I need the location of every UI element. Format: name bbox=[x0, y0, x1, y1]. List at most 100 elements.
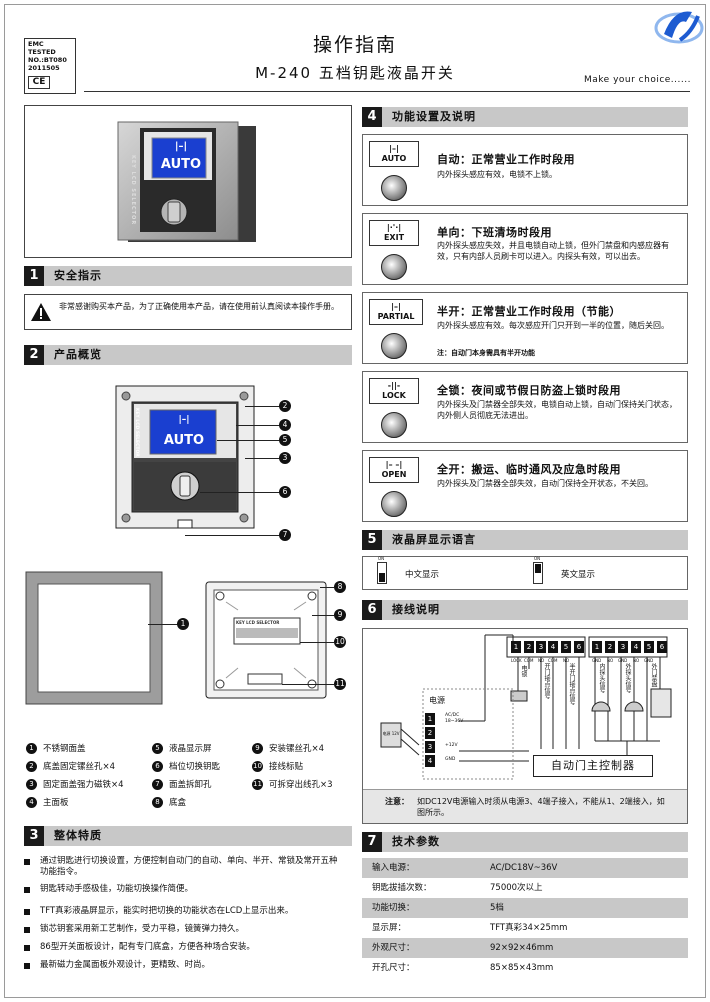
section-number: 2 bbox=[24, 345, 44, 365]
mode-note: 注：自动门本身需具有半开功能 bbox=[437, 349, 535, 357]
section-title: 安全指示 bbox=[54, 269, 102, 282]
brand-logo-icon bbox=[654, 11, 704, 44]
power-terminal: 4 bbox=[425, 755, 435, 767]
term-label: COM bbox=[548, 658, 558, 663]
product-photo bbox=[117, 121, 256, 242]
mode-badge: |–|AUTO bbox=[369, 141, 419, 167]
feature-item: 锁芯钥套采用新工艺制作，受力平稳，镜簧弹力持久。 bbox=[24, 924, 344, 935]
safety-warning-box: 非常感谢购买本产品，为了正确使用本产品，请在使用前认真阅读本操作手册。 bbox=[24, 294, 352, 330]
terminal-left: 2 bbox=[524, 641, 534, 653]
panel-lcd-glyph: |–| bbox=[178, 415, 190, 425]
mode-desc: 内外探头感应有效，电锁不上锁。 bbox=[437, 170, 557, 179]
stainless-cover-drawing bbox=[25, 571, 163, 705]
term-label: GND bbox=[644, 658, 654, 663]
term-label: NO bbox=[538, 658, 545, 663]
ce-mark: CE bbox=[28, 76, 50, 89]
callout-2: 2 bbox=[279, 400, 291, 412]
feature-item: 最新磁力金属面板外观设计，更精致、时尚。 bbox=[24, 960, 344, 971]
param-row: 钥匙拔插次数：75000次以上 bbox=[362, 878, 688, 898]
photo-lcd-text: AUTO bbox=[160, 157, 202, 172]
section-3-header: 3 整体特质 bbox=[24, 826, 352, 846]
callout-1: 1 bbox=[177, 618, 189, 630]
terminal-right: 2 bbox=[605, 641, 615, 653]
mode-desc: 内外探头及门禁器全部失效，电锁自动上锁，自动门保持关门状态，内外侧人员彻底无法进… bbox=[437, 400, 677, 420]
callout-7: 7 bbox=[279, 529, 291, 541]
panel-lcd-text: AUTO bbox=[163, 433, 205, 448]
terminal-right: 6 bbox=[657, 641, 667, 653]
param-row: 显示屏：TFT真彩34×25mm bbox=[362, 918, 688, 938]
feature-item: TFT真彩液晶屏显示，能实时把切换的功能状态在LCD上显示出来。 bbox=[24, 906, 344, 917]
callout-line bbox=[185, 535, 281, 536]
section-title: 接线说明 bbox=[392, 603, 440, 616]
warning-icon bbox=[31, 303, 51, 321]
section-number: 3 bbox=[24, 826, 44, 846]
param-row: 功能切换：5档 bbox=[362, 898, 688, 918]
mode-badge: |–|PARTIAL bbox=[369, 299, 423, 325]
option-chinese: 中文显示 bbox=[405, 570, 440, 580]
section-5-header: 5 液晶屏显示语言 bbox=[362, 530, 688, 550]
mode-title: 全开：搬运、临时通风及应急时段用 bbox=[437, 463, 621, 476]
mode-card-partial: |–|PARTIAL 半开：正常营业工作时段用（节能） 内外探头感应有效。每次感… bbox=[362, 292, 688, 364]
power-terminal: 2 bbox=[425, 727, 435, 739]
section-title: 产品概览 bbox=[54, 348, 102, 361]
terminal-right: 5 bbox=[644, 641, 654, 653]
power-device-label: 电源 12V bbox=[382, 731, 400, 736]
power-terminal: 3 bbox=[425, 741, 435, 753]
photo-lcd-glyph: |–| bbox=[174, 141, 188, 152]
term-label: LOCK bbox=[511, 658, 522, 663]
safety-warning-text: 非常感谢购买本产品，为了正确使用本产品，请在使用前认真阅读本操作手册。 bbox=[59, 302, 339, 311]
note-text: 如DC12V电源输入时须从电源3、4端子接入，不能从1、2端接入，如图所示。 bbox=[417, 797, 665, 817]
terminal-right: 4 bbox=[631, 641, 641, 653]
section-number: 7 bbox=[362, 832, 382, 852]
switch-mark: ON bbox=[534, 556, 541, 561]
mode-desc: 内外探头感应有效。每次感应开门只开到一半的位置，随后关回。 bbox=[437, 321, 669, 330]
section-title: 功能设置及说明 bbox=[392, 110, 476, 123]
mode-title: 全锁：夜间或节假日防盗上锁时段用 bbox=[437, 384, 621, 397]
emc-line-1: EMC TESTED bbox=[28, 40, 56, 56]
power-label: AC/DC 18~36V bbox=[445, 713, 464, 724]
note-label: 注意： bbox=[385, 797, 409, 806]
term-label: COM bbox=[524, 658, 534, 663]
terminal-left: 3 bbox=[536, 641, 546, 653]
mode-desc: 内外探头及门禁器全部失效，自动门保持全开状态，不关回。 bbox=[437, 479, 653, 488]
terminal-strip-label: KEY LCD SELECTOR bbox=[236, 620, 280, 625]
page-frame bbox=[4, 4, 706, 998]
feature-item: 钥匙转动手感极佳，功能切换操作简便。 bbox=[24, 884, 344, 895]
device-label: 外门禁盘 bbox=[650, 663, 657, 687]
mode-desc: 内外探头感应失效，并且电锁自动上锁，但外门禁盘和内感应器有效，只有内部人员刷卡可… bbox=[437, 241, 669, 261]
mode-card-lock: -||-LOCK 全锁：夜间或节假日防盗上锁时段用 内外探头及门禁器全部失效，电… bbox=[362, 371, 688, 443]
section-number: 5 bbox=[362, 530, 382, 550]
terminal-right: 1 bbox=[592, 641, 602, 653]
callout-line bbox=[217, 440, 281, 441]
callout-11: 11 bbox=[334, 678, 346, 690]
param-row: 开孔尺寸：85×85×43mm bbox=[362, 958, 688, 978]
panel-side-label: KEY LCD SELECTOR bbox=[134, 408, 139, 457]
terminal-right: 3 bbox=[618, 641, 628, 653]
section-2-header: 2 产品概览 bbox=[24, 345, 352, 365]
term-label: GND bbox=[592, 658, 602, 663]
callout-line bbox=[200, 492, 281, 493]
section-title: 整体特质 bbox=[54, 829, 102, 842]
mode-title: 自动：正常营业工作时段用 bbox=[437, 153, 575, 166]
section-title: 液晶屏显示语言 bbox=[392, 533, 476, 546]
section-title: 技术参数 bbox=[392, 835, 440, 848]
photo-side-label: KEY LCD SELECTOR bbox=[130, 155, 136, 226]
back-box-drawing bbox=[205, 581, 327, 699]
front-panel-drawing bbox=[115, 385, 255, 529]
terminal-left: 4 bbox=[548, 641, 558, 653]
section-7-header: 7 技术参数 bbox=[362, 832, 688, 852]
emc-line-2: NO.:BT080 bbox=[28, 56, 67, 64]
power-terminal: 1 bbox=[425, 713, 435, 725]
term-label: NO bbox=[633, 658, 640, 663]
terminal-left: 1 bbox=[511, 641, 521, 653]
term-label: GND bbox=[618, 658, 628, 663]
mode-badge: -||-LOCK bbox=[369, 378, 419, 404]
